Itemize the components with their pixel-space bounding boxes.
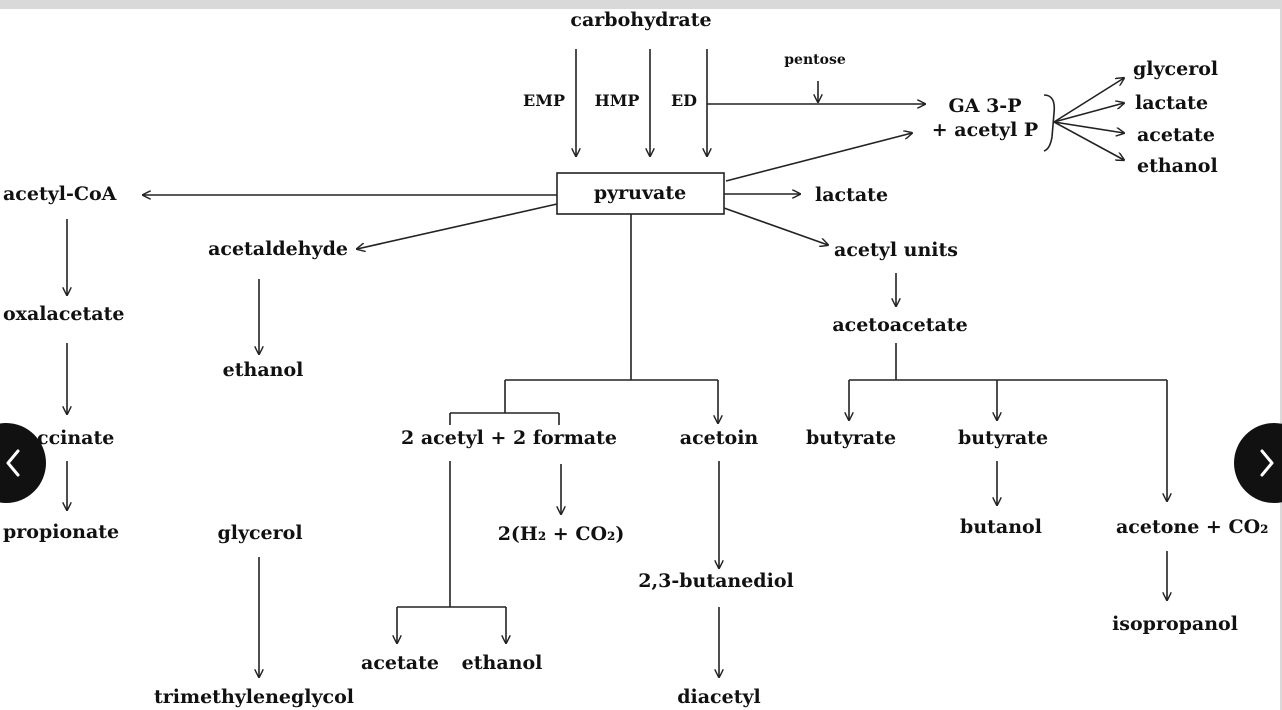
arrow-glycerol-top xyxy=(1053,78,1124,123)
node-ga3p: GA 3-P xyxy=(948,95,1022,117)
node-acetone-co2: acetone + CO₂ xyxy=(1116,516,1269,538)
label-pentose: pentose xyxy=(784,52,846,68)
node-acetate-low: acetate xyxy=(361,652,439,674)
node-acetyl-coa: acetyl-CoA xyxy=(3,183,117,205)
node-butanol: butanol xyxy=(960,516,1042,538)
node-isopropanol: isopropanol xyxy=(1112,613,1238,635)
node-acetyl-p: + acetyl P xyxy=(931,119,1039,141)
arrow-lactate-top xyxy=(1053,103,1124,123)
node-butyrate-1: butyrate xyxy=(805,427,897,449)
label-ed: ED xyxy=(670,91,698,110)
diagram-canvas: carbohydrate EMP HMP ED pentose GA 3-P +… xyxy=(0,9,1280,710)
node-ethanol-top: ethanol xyxy=(1137,155,1218,177)
label-emp: EMP xyxy=(523,91,565,110)
node-acetaldehyde: acetaldehyde xyxy=(208,238,348,260)
node-carbohydrate: carbohydrate xyxy=(570,9,712,31)
node-glycerol-low: glycerol xyxy=(217,522,303,544)
arrow-ethanol-top xyxy=(1053,121,1124,160)
node-glycerol-top: glycerol xyxy=(1133,58,1219,80)
node-lactate: lactate xyxy=(815,184,889,206)
node-succinate: ccinate xyxy=(37,427,115,449)
node-butanediol: 2,3-butanediol xyxy=(638,570,794,592)
node-pyruvate: pyruvate xyxy=(593,182,687,204)
arrow-acetaldehyde xyxy=(357,203,558,249)
node-ethanol-low: ethanol xyxy=(461,652,543,674)
node-h2-co2: 2(H₂ + CO₂) xyxy=(497,523,625,545)
node-oxalacetate: oxalacetate xyxy=(3,303,125,325)
arrow-acetate-top xyxy=(1053,121,1124,133)
node-diacetyl: diacetyl xyxy=(677,686,761,708)
label-hmp: HMP xyxy=(594,91,640,110)
node-propionate: propionate xyxy=(3,521,120,543)
arrow-pyruvate-acetylp xyxy=(725,133,912,182)
node-lactate-top: lactate xyxy=(1135,92,1209,114)
chevron-left-icon xyxy=(6,449,20,477)
node-butyrate-2: butyrate xyxy=(957,427,1049,449)
chevron-right-icon xyxy=(1260,449,1274,477)
node-acetoacetate: acetoacetate xyxy=(832,314,968,336)
node-acetate-top: acetate xyxy=(1137,124,1215,146)
node-trimethyleneglycol: trimethyleneglycol xyxy=(153,686,355,708)
node-acetyl-units: acetyl units xyxy=(834,239,958,261)
node-acetyl-formate: 2 acetyl + 2 formate xyxy=(401,427,617,449)
brace xyxy=(1043,94,1056,152)
node-acetoin: acetoin xyxy=(679,427,759,449)
pathway-connectors xyxy=(0,49,1280,710)
arrow-acetyl-units xyxy=(723,207,828,245)
node-ethanol-mid: ethanol xyxy=(222,359,304,381)
